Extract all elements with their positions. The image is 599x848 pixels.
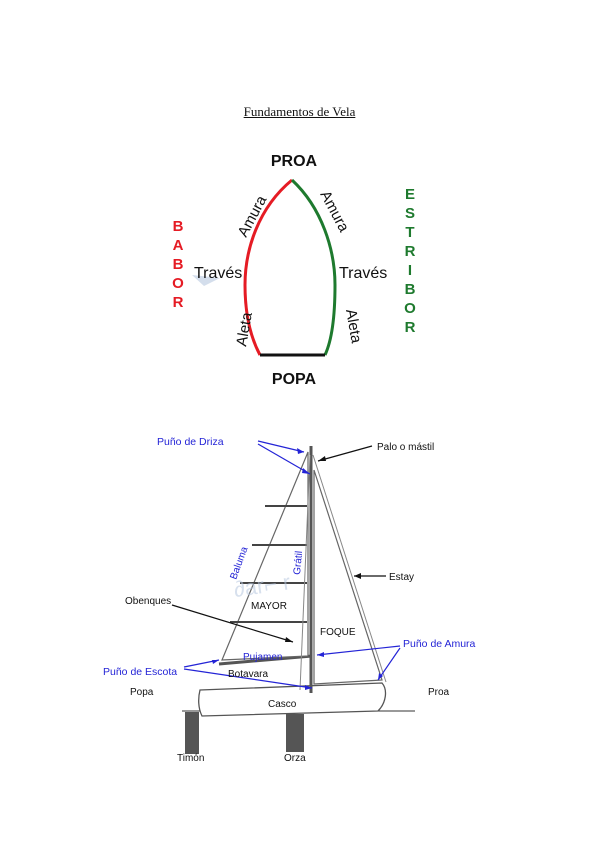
port-letter: O: [172, 275, 184, 292]
label-casco: Casco: [268, 699, 297, 710]
aleta-left-label: Aleta: [233, 310, 256, 347]
traves-right-label: Través: [339, 265, 387, 282]
label-foque: FOQUE: [320, 627, 356, 638]
pointer-arrows: [171, 440, 401, 689]
jib-shape: [313, 469, 383, 685]
arrowhead: [297, 448, 304, 454]
starboard-letter: T: [405, 224, 414, 241]
keel-shape: [286, 714, 304, 752]
sailboat-side-view: ∂ar⌐ r Puño de Driza Palo o mástil Balum…: [103, 436, 476, 764]
arrowhead: [378, 673, 383, 680]
label-puno-driza: Puño de Driza: [157, 436, 224, 448]
bow-label: PROA: [271, 153, 318, 170]
arrowhead: [354, 573, 361, 579]
aleta-right-label: Aleta: [342, 308, 365, 345]
label-estay: Estay: [389, 572, 414, 583]
page-title: Fundamentos de Vela: [243, 104, 356, 119]
shroud-line: [299, 454, 311, 691]
arrow-puno-driza-1: [257, 440, 305, 453]
arrowhead: [285, 637, 293, 642]
label-gratil: Grátil: [292, 550, 305, 575]
arrow-heads: [212, 448, 383, 690]
port-letter: B: [173, 218, 184, 235]
label-orza: Orza: [284, 753, 306, 764]
port-letter: A: [173, 237, 184, 254]
forestay-line: [312, 454, 387, 683]
amura-left-label: Amura: [235, 192, 271, 240]
hull-port-side: [243, 178, 293, 356]
starboard-letter: R: [405, 243, 416, 260]
arrow-obenques: [171, 604, 294, 643]
label-puno-amura: Puño de Amura: [403, 638, 476, 650]
port-letter: B: [173, 256, 184, 273]
label-botavara: Botavara: [228, 669, 268, 680]
arrow-puno-escota-2: [183, 668, 313, 689]
arrowhead: [212, 660, 219, 664]
port-letter: R: [173, 294, 184, 311]
arrow-puno-driza-2: [257, 443, 311, 475]
arrow-puno-amura-1: [316, 645, 401, 656]
hull-starboard-side: [290, 178, 337, 356]
arrowhead: [318, 456, 326, 461]
amura-right-label: Amura: [316, 188, 352, 236]
arrow-palo: [317, 445, 373, 462]
mainsail-shape: [221, 451, 309, 661]
hull-shape: [198, 682, 387, 717]
arrow-puno-amura-2: [377, 647, 401, 681]
starboard-letter: I: [408, 262, 412, 279]
starboard-letter: O: [404, 300, 416, 317]
arrowhead: [317, 652, 324, 657]
traves-left-label: Través: [194, 265, 242, 282]
starboard-letter: E: [405, 186, 415, 203]
starboard-letter: R: [405, 319, 416, 336]
starboard-letter: S: [405, 205, 415, 222]
label-popa: Popa: [130, 687, 154, 698]
rudder-shape: [185, 712, 199, 754]
starboard-vertical-label: E S T R I B O R: [404, 186, 416, 336]
arrowhead: [302, 468, 310, 474]
port-vertical-label: B A B O R: [172, 218, 184, 311]
boom-line: [218, 654, 313, 666]
stern-label: POPA: [272, 371, 317, 388]
label-palo: Palo o mástil: [377, 442, 434, 453]
arrowhead: [305, 685, 312, 690]
boat-top-view: PROA POPA Amura Amura Través Través Alet…: [172, 153, 416, 388]
label-mayor: MAYOR: [251, 601, 287, 612]
label-proa: Proa: [428, 687, 450, 698]
label-pujamen: Pujamen: [243, 652, 282, 663]
starboard-letter: B: [405, 281, 416, 298]
label-puno-escota: Puño de Escota: [103, 666, 177, 678]
label-timon: Timón: [177, 753, 204, 764]
watermark-mark: [192, 275, 220, 286]
label-obenques: Obenques: [125, 596, 171, 607]
